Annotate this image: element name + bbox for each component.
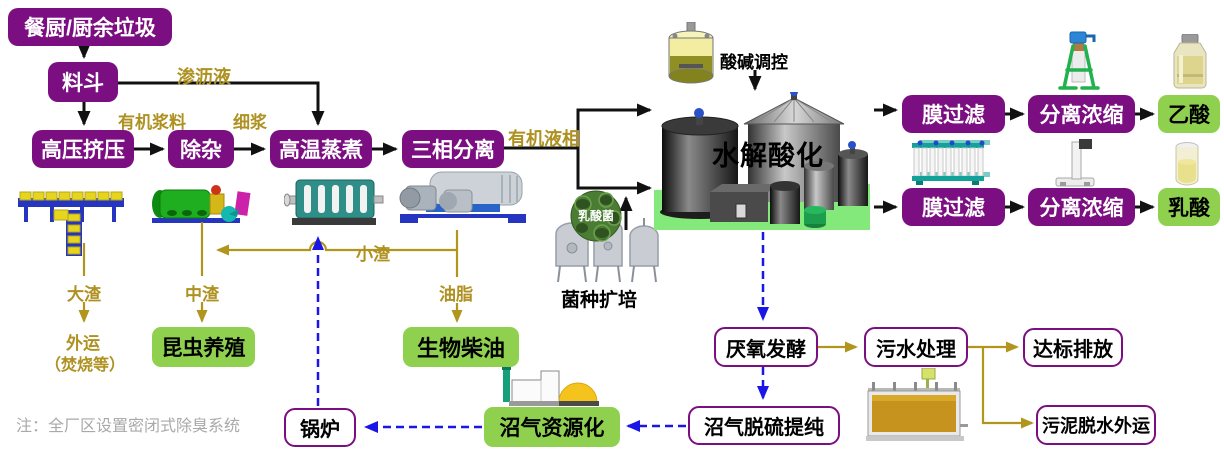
label-fine-slurry: 细浆 xyxy=(233,113,267,132)
node-anaerobic-fermentation: 厌氧发酵 xyxy=(714,327,818,367)
cooker-image xyxy=(284,179,384,225)
footnote-deodorization: 注：全厂区设置密闭式除臭系统 xyxy=(16,418,241,435)
node-lactic-acid: 乳酸 xyxy=(1158,188,1220,226)
label-organic-slurry: 有机浆料 xyxy=(118,113,186,132)
node-standard-discharge: 达标排放 xyxy=(1023,328,1123,367)
node-acetic-acid: 乙酸 xyxy=(1158,95,1220,133)
hydrolysis-tank-image xyxy=(654,92,870,230)
membrane-module-image xyxy=(912,140,990,185)
node-source: 餐厨/厨余垃圾 xyxy=(8,8,172,46)
node-insect-breeding: 昆虫养殖 xyxy=(152,327,255,367)
label-outbound-transport: 外运 xyxy=(66,334,100,353)
label-hydrolysis-acidification: 水解酸化 xyxy=(712,141,824,171)
funnel-stand-image xyxy=(1058,31,1100,90)
treatment-pool-image xyxy=(866,368,968,441)
label-large-residue: 大渣 xyxy=(67,285,101,304)
label-medium-residue: 中渣 xyxy=(185,285,219,304)
label-leachate: 渗沥液 xyxy=(177,67,231,87)
label-oil-grease: 油脂 xyxy=(439,285,473,304)
node-high-pressure-press: 高压挤压 xyxy=(32,130,134,168)
metering-device-image xyxy=(1055,139,1095,187)
acetic-bottle-image xyxy=(1173,34,1207,89)
node-sewage-treatment: 污水处理 xyxy=(864,327,968,367)
label-incineration: （焚烧等） xyxy=(45,357,126,374)
node-impurity-removal: 除杂 xyxy=(168,130,234,168)
node-separation-concentration-bottom: 分离浓缩 xyxy=(1028,188,1135,226)
node-biodiesel: 生物柴油 xyxy=(403,327,519,367)
node-sludge-dewatering: 污泥脱水外运 xyxy=(1036,405,1156,445)
bacteria-circle-image xyxy=(570,190,622,242)
node-high-temp-cooking: 高温蒸煮 xyxy=(270,130,372,168)
label-small-residue: 小渣 xyxy=(356,245,390,264)
node-boiler: 锅炉 xyxy=(284,408,356,447)
node-hopper: 料斗 xyxy=(48,62,118,102)
node-three-phase-separation: 三相分离 xyxy=(402,130,504,168)
conveyor-image xyxy=(18,191,124,256)
mixer-tank-image xyxy=(668,22,714,84)
biogas-dome-image xyxy=(502,366,599,406)
lactic-jar-image xyxy=(1175,142,1199,186)
node-membrane-filtration-bottom: 膜过滤 xyxy=(902,188,1005,226)
centrifuge-image xyxy=(399,171,526,223)
node-membrane-filtration-top: 膜过滤 xyxy=(902,95,1005,133)
label-organic-liquid-phase: 有机液相 xyxy=(508,129,580,149)
label-strain-expansion: 菌种扩培 xyxy=(561,290,638,311)
label-lactic-acid-bacteria: 乳酸菌 xyxy=(577,209,614,223)
node-biogas-utilization: 沼气资源化 xyxy=(484,407,620,447)
node-biogas-desulfurization: 沼气脱硫提纯 xyxy=(688,406,840,445)
label-acid-base-control: 酸碱调控 xyxy=(720,53,788,72)
node-separation-concentration-top: 分离浓缩 xyxy=(1028,95,1135,133)
screw-press-image xyxy=(152,185,251,223)
